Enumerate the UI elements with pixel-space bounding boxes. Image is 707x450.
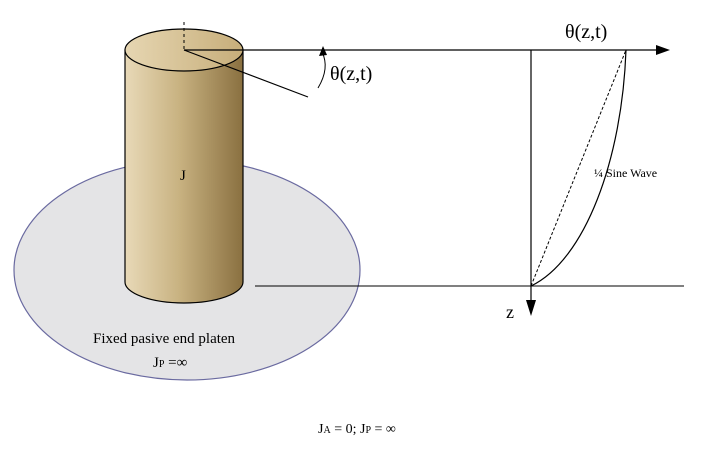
theta-axis-arrowhead bbox=[656, 45, 670, 55]
rotated-radius-line bbox=[183, 49, 309, 98]
z-axis-arrowhead bbox=[526, 300, 536, 316]
sine-wave-label: ¼ Sine Wave bbox=[594, 166, 657, 180]
specimen-j-label: J bbox=[180, 168, 186, 184]
rotation-arc bbox=[317, 51, 326, 89]
platen-title-label: Fixed pasive end platen bbox=[93, 331, 236, 347]
theta-rotation-label: θ(z,t) bbox=[330, 63, 372, 85]
bottom-formula-label: JA = 0; JP = ∞ bbox=[318, 422, 396, 437]
specimen-cylinder-body bbox=[124, 49, 244, 304]
linear-chord-dashed bbox=[530, 49, 627, 287]
rotation-arc-arrowhead bbox=[319, 46, 327, 56]
quarter-sine-curve bbox=[530, 49, 627, 287]
theta-top-label: θ(z,t) bbox=[565, 21, 607, 43]
platen-inertia-label: JP =∞ bbox=[153, 355, 187, 371]
z-axis-label: z bbox=[506, 302, 514, 322]
